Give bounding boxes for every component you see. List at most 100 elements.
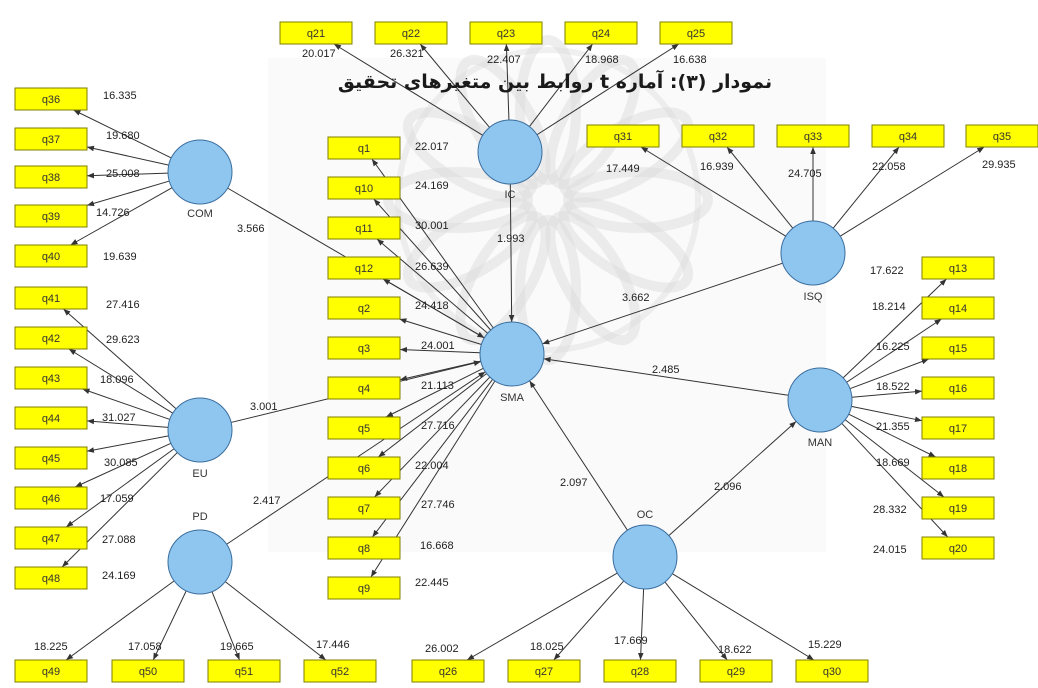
loading-t-value-q14: 18.214	[872, 301, 906, 313]
loading-arrow-q25	[536, 43, 680, 136]
loading-t-value-q3: 24.001	[421, 340, 455, 352]
indicator-label: q36	[42, 94, 60, 106]
indicator-label: q5	[358, 423, 370, 435]
loading-t-value-q6: 22.004	[415, 460, 449, 472]
path-t-value-OC-SMA: 2.097	[560, 477, 588, 489]
loading-t-value-q10: 24.169	[415, 180, 449, 192]
path-t-value-IC-SMA: 1.993	[497, 233, 525, 245]
loading-t-value-q1: 22.017	[415, 141, 449, 153]
indicator-q34: q34	[871, 124, 945, 148]
indicator-label: q26	[439, 666, 457, 678]
indicator-q8: q8	[327, 536, 401, 560]
indicator-label: q43	[42, 373, 60, 385]
indicator-label: q49	[42, 666, 60, 678]
loading-t-value-q20: 24.015	[873, 544, 907, 556]
path-arrow-IC-SMA	[508, 183, 515, 323]
latent-label: ISQ	[804, 291, 823, 303]
path-t-value-PD-SMA: 2.417	[253, 495, 281, 507]
latent-label: PD	[192, 511, 207, 523]
loading-arrow-q22	[419, 43, 490, 128]
loading-t-value-q30: 15.229	[808, 639, 842, 651]
loading-t-value-q29: 18.622	[718, 644, 752, 656]
loading-arrow-q52	[224, 581, 327, 661]
indicator-label: q50	[139, 666, 157, 678]
loading-arrow-q46	[74, 442, 172, 488]
indicator-label: q35	[993, 131, 1011, 143]
indicator-q41: q41	[14, 286, 88, 310]
indicator-q27: q27	[507, 659, 581, 683]
indicator-q21: q21	[279, 21, 353, 45]
path-t-value-COM-SMA: 3.566	[237, 223, 265, 235]
indicator-q25: q25	[659, 21, 733, 45]
indicator-label: q2	[358, 303, 370, 315]
loading-t-value-q13: 17.622	[870, 265, 904, 277]
indicator-label: q48	[42, 573, 60, 585]
indicator-q5: q5	[327, 416, 401, 440]
loading-t-value-q38: 25.008	[106, 168, 140, 180]
latent-label: OC	[637, 509, 654, 521]
indicator-q26: q26	[411, 659, 485, 683]
path-t-value-MAN-SMA: 2.485	[652, 364, 680, 376]
loading-t-value-q49: 18.225	[34, 641, 68, 653]
latent-label: SMA	[500, 392, 525, 404]
loading-arrow-q40	[70, 187, 173, 246]
indicator-q48: q48	[14, 566, 88, 590]
loading-t-value-q7: 27.746	[421, 499, 455, 511]
loading-t-value-q45: 30.085	[104, 457, 138, 469]
loading-t-value-q44: 31.027	[102, 412, 136, 424]
indicator-q44: q44	[14, 406, 88, 430]
loading-arrow-q16	[851, 388, 923, 398]
indicator-label: q25	[687, 28, 705, 40]
indicator-label: q38	[42, 172, 60, 184]
loading-arrow-q49	[65, 580, 175, 661]
indicator-label: q44	[42, 413, 60, 425]
loading-arrow-q48	[61, 452, 178, 568]
loading-t-value-q52: 17.446	[316, 639, 350, 651]
loading-t-value-q32: 16.939	[700, 161, 734, 173]
loading-arrow-q44	[86, 418, 169, 428]
loading-arrow-q47	[65, 448, 175, 528]
loading-arrow-q24	[529, 43, 593, 127]
indicator-q3: q3	[327, 336, 401, 360]
loading-arrow-q38	[86, 172, 169, 179]
indicator-label: q17	[949, 423, 967, 435]
loading-t-value-q46: 17.059	[100, 493, 134, 505]
loading-arrow-q17	[851, 405, 923, 423]
indicator-label: q6	[358, 463, 370, 475]
indicator-q9: q9	[327, 576, 401, 600]
indicator-q15: q15	[921, 336, 995, 360]
loading-arrow-q39	[86, 180, 170, 207]
indicator-label: q51	[235, 666, 253, 678]
indicator-label: q11	[355, 223, 373, 235]
loading-arrow-q30	[672, 573, 815, 661]
latent-label: MAN	[808, 437, 833, 449]
latent-label: IC	[505, 189, 516, 201]
indicator-label: q16	[949, 383, 967, 395]
loading-t-value-q12: 26.639	[415, 261, 449, 273]
loading-t-value-q35: 29.935	[982, 159, 1016, 171]
indicator-q16: q16	[921, 376, 995, 400]
loading-arrow-q31	[640, 146, 787, 237]
loading-t-value-q34: 22.058	[872, 161, 906, 173]
loading-arrow-q29	[664, 581, 728, 661]
indicator-q20: q20	[921, 536, 995, 560]
loading-arrow-q45	[86, 435, 169, 453]
indicator-q10: q10	[327, 176, 401, 200]
loading-t-value-q39: 14.726	[96, 207, 130, 219]
indicator-q38: q38	[14, 165, 88, 189]
loading-t-value-q22: 26.321	[390, 48, 424, 60]
indicator-label: q21	[307, 28, 325, 40]
loading-arrow-q50	[152, 590, 187, 661]
indicator-label: q32	[709, 131, 727, 143]
loading-t-value-q42: 29.623	[106, 334, 140, 346]
indicator-q32: q32	[681, 124, 755, 148]
loading-t-value-q2: 24.418	[415, 300, 449, 312]
latent-EU: EU	[167, 397, 233, 480]
loading-t-value-q37: 19.680	[106, 130, 140, 142]
loading-t-value-q40: 19.639	[103, 251, 137, 263]
loading-t-value-q5: 27.716	[421, 420, 455, 432]
indicator-q43: q43	[14, 366, 88, 390]
latent-label: EU	[192, 468, 207, 480]
indicator-q49: q49	[14, 659, 88, 683]
